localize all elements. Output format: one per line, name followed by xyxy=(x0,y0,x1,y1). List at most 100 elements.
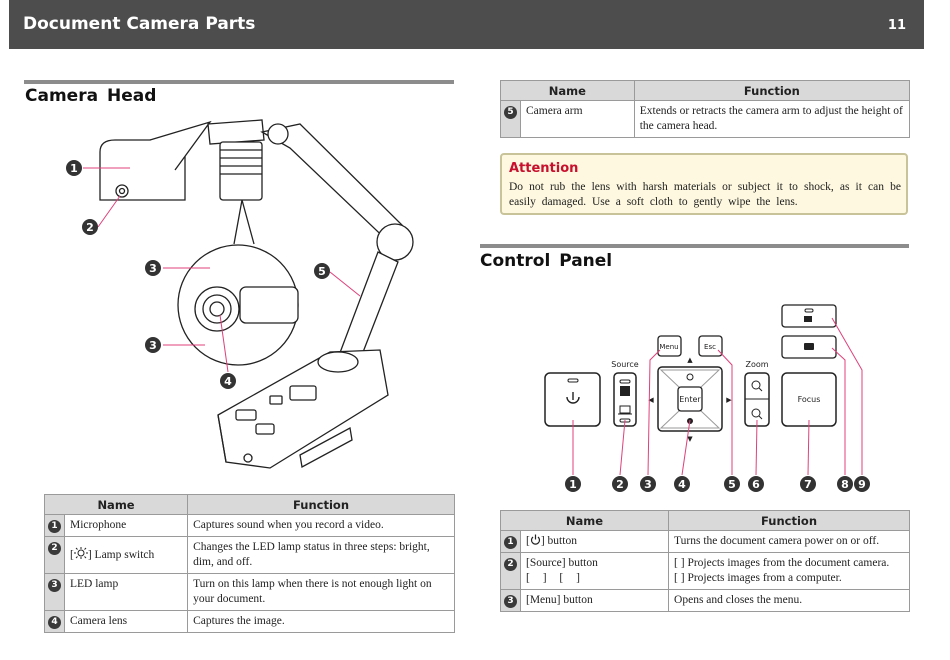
source-label: Source xyxy=(611,360,639,369)
row-name: [Source] button [ ] [ ] xyxy=(519,552,670,590)
callout-3a-label: 3 xyxy=(149,262,157,275)
svg-text:▼: ▼ xyxy=(687,435,693,443)
callout-5-label: 5 xyxy=(728,478,736,491)
row-function: Captures the image. xyxy=(187,610,455,633)
callout-1-label: 1 xyxy=(569,478,577,491)
callout-4 xyxy=(220,373,236,389)
header-banner: Document Camera Parts 11 xyxy=(9,0,924,49)
callout-9-label: 9 xyxy=(858,478,866,491)
enter-button[interactable] xyxy=(677,386,703,412)
table-row: 3 LED lamp Turn on this lamp when there … xyxy=(44,573,455,611)
row-badge: 2 xyxy=(48,542,61,555)
source-button[interactable] xyxy=(613,372,637,427)
attention-title: Attention xyxy=(509,161,579,176)
callout-5-label: 5 xyxy=(318,265,326,278)
enter-label: Enter xyxy=(679,395,701,404)
table-row: 4 Camera lens Captures the image. xyxy=(44,610,455,633)
callout-3 xyxy=(640,476,656,492)
row-badge: 5 xyxy=(504,106,517,119)
row-name: [Menu] button xyxy=(519,589,670,612)
table-row: 1 [ ] button Turns the document camera po… xyxy=(500,530,910,553)
section-heading-camera-head: Camera Head xyxy=(25,86,157,106)
callout-1 xyxy=(565,476,581,492)
row-badge: 1 xyxy=(504,536,517,549)
callout-7 xyxy=(800,476,816,492)
row-name: Camera lens xyxy=(63,610,189,633)
callout-3b xyxy=(145,337,161,353)
callout-4-label: 4 xyxy=(224,375,232,388)
table-row: 2 [Source] button [ ] [ ] [ ] Projects i… xyxy=(500,552,910,590)
row-badge: 3 xyxy=(504,595,517,608)
table-row: 3 [Menu] button Opens and closes the men… xyxy=(500,589,910,612)
bracket: [ xyxy=(526,535,530,547)
callout-2 xyxy=(82,219,98,235)
table-row: 1 Microphone Captures sound when you rec… xyxy=(44,514,455,537)
callout-1-label: 1 xyxy=(70,162,78,175)
col-header-name: Name xyxy=(499,510,670,531)
section-heading-control-panel: Control Panel xyxy=(480,251,613,271)
row-name: [ ] Lamp switch xyxy=(63,536,189,574)
svg-text:▶: ▶ xyxy=(726,396,732,404)
row-name: LED lamp xyxy=(63,573,189,611)
section-rule-camera-head xyxy=(24,80,454,84)
callout-6-label: 6 xyxy=(752,478,760,491)
video-camera-icon xyxy=(804,316,812,322)
row-badge: 1 xyxy=(48,520,61,533)
callout-8 xyxy=(837,476,853,492)
table-row: 5 Camera arm Extends or retracts the cam… xyxy=(500,100,911,138)
callout-9 xyxy=(854,476,870,492)
col-header-function: Function xyxy=(187,494,455,515)
control-panel-table: Name Function 1 [ ] button Turns the docu… xyxy=(499,510,910,612)
zoom-in-icon xyxy=(751,380,763,392)
callout-5 xyxy=(314,263,330,279)
esc-button[interactable] xyxy=(698,335,723,357)
page-number: 11 xyxy=(887,18,906,33)
row-function-line2: [ ] Projects images from a computer. xyxy=(674,572,842,584)
power-icon xyxy=(530,534,540,545)
focus-label: Focus xyxy=(798,395,821,404)
computer-source-icon xyxy=(619,405,631,414)
row-badge: 3 xyxy=(48,579,61,592)
callout-6 xyxy=(748,476,764,492)
esc-label: Esc xyxy=(704,343,716,351)
zoom-out-icon xyxy=(751,408,763,420)
callout-4 xyxy=(674,476,690,492)
row-function: Opens and closes the menu. xyxy=(668,589,910,612)
row-function-line1: [ ] Projects images from the document ca… xyxy=(674,557,890,569)
camera-source-icon xyxy=(620,386,630,396)
row-function: Turns the document camera power on or of… xyxy=(668,530,910,553)
row-function: [ ] Projects images from the document ca… xyxy=(668,552,910,590)
camera-icon xyxy=(804,343,814,350)
table-row: 2 [] Lamp switch Changes the LED lamp st… xyxy=(44,536,455,574)
callout-2 xyxy=(612,476,628,492)
menu-button[interactable] xyxy=(657,335,682,357)
callout-3-label: 3 xyxy=(644,478,652,491)
col-header-function: Function xyxy=(668,510,910,531)
attention-box: Attention Do not rub the lens with harsh… xyxy=(500,153,908,215)
brightness-up-icon xyxy=(686,373,694,381)
menu-label: Menu xyxy=(659,343,678,351)
callout-8-label: 8 xyxy=(841,478,849,491)
callout-5 xyxy=(724,476,740,492)
callout-2-label: 2 xyxy=(86,221,94,234)
col-header-name: Name xyxy=(43,494,189,515)
row-badge: 4 xyxy=(48,616,61,629)
attention-body: Do not rub the lens with harsh materials… xyxy=(509,181,901,208)
row-name: [ ] button xyxy=(519,530,670,553)
callout-1 xyxy=(66,160,82,176)
callout-4-label: 4 xyxy=(678,478,686,491)
row-name-text: ] button xyxy=(540,535,577,547)
callout-2-label: 2 xyxy=(616,478,624,491)
row-name-text: [Source] button xyxy=(526,557,598,569)
bracket: [ xyxy=(70,549,74,561)
zoom-label: Zoom xyxy=(745,360,768,369)
row-name-text: ] Lamp switch xyxy=(87,549,155,561)
lamp-icon xyxy=(73,547,88,559)
row-name-icons: [ ] [ ] xyxy=(526,572,585,584)
camera-arm-table: Name Function 5 Camera arm Extends or re… xyxy=(500,80,911,138)
power-icon xyxy=(566,392,580,404)
svg-text:◀: ◀ xyxy=(648,396,654,404)
section-rule-control-panel xyxy=(480,244,909,248)
